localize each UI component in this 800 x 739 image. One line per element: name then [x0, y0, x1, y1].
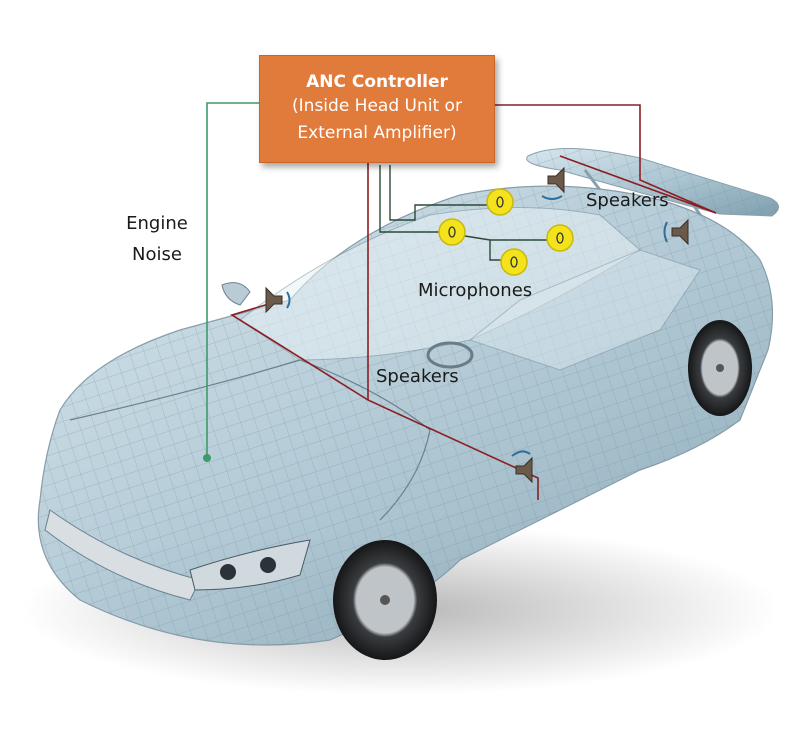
anc-controller-box: ANC Controller (Inside Head Unit or Exte… [259, 55, 495, 163]
engine-noise-line-1: Engine [126, 213, 188, 234]
sound-wave-icon [541, 195, 563, 200]
engine-noise-node [203, 454, 211, 462]
sound-wave-icon [286, 291, 291, 309]
speaker-icon [511, 450, 533, 484]
speaker-icon [663, 218, 689, 246]
engine-noise-wire [206, 102, 262, 458]
mic-wire [379, 165, 555, 261]
sound-wave-icon [663, 221, 668, 243]
microphone-icon [546, 224, 574, 252]
speaker-wire-front [230, 162, 539, 500]
speaker-icon [265, 286, 291, 314]
engine-noise-label: Engine Noise [112, 208, 202, 270]
microphones-label: Microphones [418, 280, 533, 301]
controller-line-2: (Inside Head Unit or [292, 96, 462, 116]
speaker-icon [541, 166, 565, 200]
car-wireframe [37, 185, 774, 646]
sound-wave-icon [511, 450, 531, 457]
engine-noise-line-2: Noise [132, 244, 182, 265]
speaker-wire-rear [495, 104, 717, 214]
controller-line-3: External Amplifier) [297, 123, 457, 143]
speaker-wire-top [559, 155, 717, 214]
rear-wheel [688, 320, 752, 416]
rear-spoiler [526, 147, 779, 223]
speakers-top-label: Speakers [586, 190, 669, 211]
front-wheel [333, 540, 437, 660]
controller-title: ANC Controller [306, 72, 448, 92]
microphone-icon [500, 248, 528, 276]
microphone-icon [438, 218, 466, 246]
speakers-middle-label: Speakers [376, 366, 459, 387]
microphone-icon [486, 188, 514, 216]
